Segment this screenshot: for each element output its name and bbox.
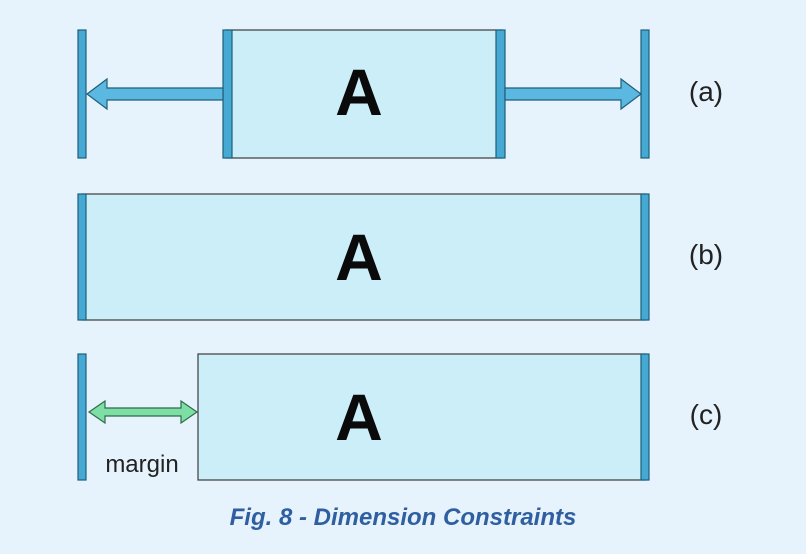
widget-right-edge — [495, 29, 506, 159]
right-constraint-arrow — [504, 77, 642, 111]
row-label: (a) — [689, 76, 723, 107]
right-constraint-guide — [640, 353, 650, 481]
figure-caption: Fig. 8 - Dimension Constraints — [229, 504, 577, 531]
margin-label: margin — [105, 451, 178, 478]
widget-box — [225, 29, 503, 159]
margin-arrow — [87, 399, 199, 425]
widget-label: A — [335, 220, 383, 294]
row-label: (c) — [690, 399, 723, 430]
widget-left-edge — [222, 29, 233, 159]
widget-box — [197, 353, 647, 481]
widget-label: A — [335, 380, 383, 454]
widget-label: A — [335, 55, 383, 129]
left-constraint-guide — [77, 193, 87, 321]
right-constraint-guide — [640, 193, 650, 321]
left-constraint-guide — [77, 353, 87, 481]
widget-box — [81, 193, 647, 321]
row-c: margin A (c) — [77, 353, 723, 481]
row-label: (b) — [689, 239, 723, 270]
left-constraint-arrow — [86, 77, 224, 111]
left-constraint-guide — [77, 29, 87, 159]
row-a: A (a) — [77, 29, 723, 159]
right-constraint-guide — [640, 29, 650, 159]
row-b: A (b) — [77, 193, 723, 321]
